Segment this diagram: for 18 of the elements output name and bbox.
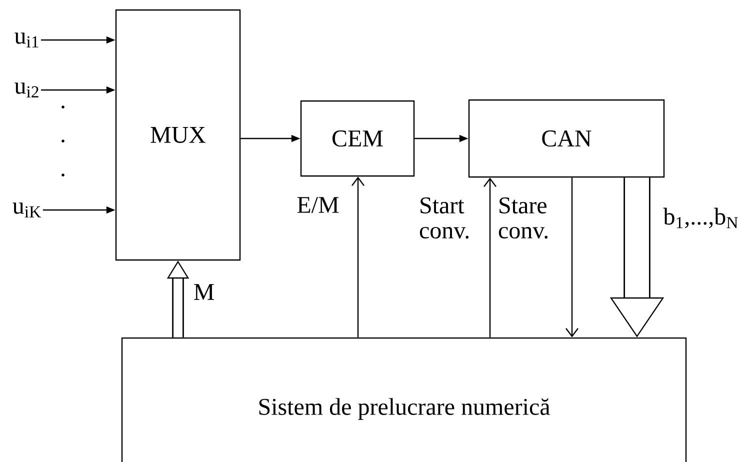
- edge-label: M: [192, 283, 216, 301]
- input-label: u$_{iK}$: [12, 202, 41, 218]
- arrow: [566, 178, 578, 338]
- processing-system-box: Sistem de prelucrare numerică: [121, 337, 687, 462]
- arrow: [484, 178, 496, 338]
- arrow: [352, 176, 364, 338]
- input-label: u$_{i2}$: [14, 82, 38, 98]
- dot: .: [62, 106, 64, 108]
- can-box: CAN: [468, 99, 665, 178]
- edge-label: Stare conv.: [497, 196, 563, 240]
- dot: .: [62, 174, 64, 176]
- edge-label: Start conv.: [418, 196, 484, 240]
- edge-label: E/M: [296, 196, 340, 214]
- mux-box: MUX: [115, 9, 241, 261]
- edge-label: b$_{1}$,...,b$_{N}$: [662, 206, 740, 230]
- cem-box: CEM: [300, 100, 415, 177]
- dot: .: [62, 140, 64, 142]
- input-label: u$_{i1}$: [14, 32, 38, 48]
